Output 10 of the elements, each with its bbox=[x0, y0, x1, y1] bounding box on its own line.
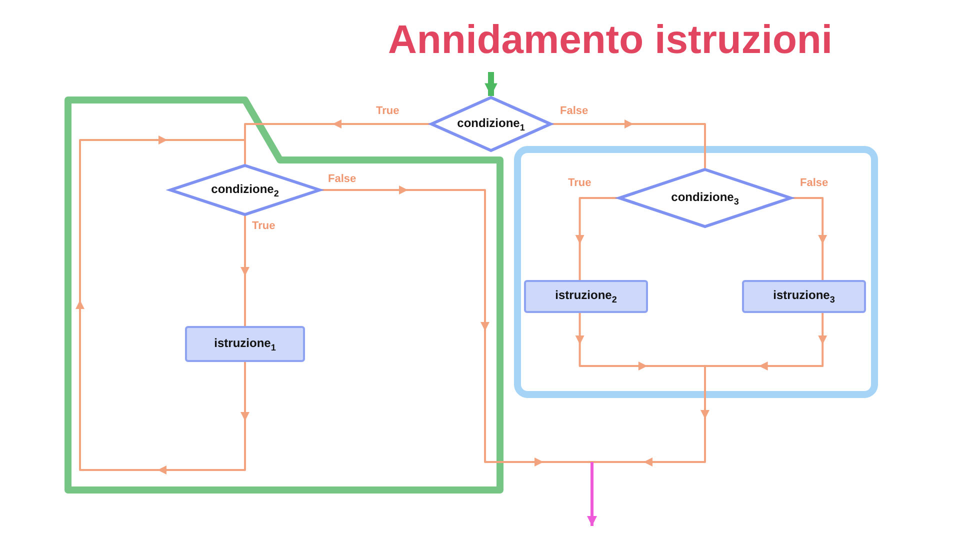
condition-text: condizione$_{1}$ bbox=[457, 116, 525, 132]
process-box bbox=[524, 280, 648, 313]
condition-text: condizione$_{3}$ bbox=[671, 190, 739, 206]
instruction-text: istruzione$_{1}$ bbox=[214, 336, 276, 352]
process-box bbox=[185, 326, 305, 362]
instruction-text: istruzione$_{3}$ bbox=[773, 288, 835, 305]
diagram-title: Annidamento istruzioni bbox=[388, 18, 832, 62]
process-box bbox=[742, 280, 866, 313]
instruction-text: istruzione$_{2}$ bbox=[555, 288, 617, 305]
condition-text: condizione$_{2}$ bbox=[211, 182, 279, 198]
